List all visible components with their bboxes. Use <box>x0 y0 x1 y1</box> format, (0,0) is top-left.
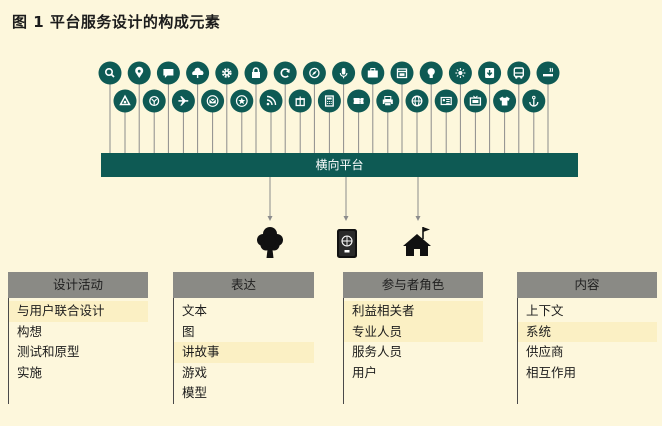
refresh-icon <box>273 61 297 85</box>
microphone-icon <box>332 61 356 85</box>
list-item: 相互作用 <box>526 364 577 380</box>
list-item: 与用户联合设计 <box>9 301 148 322</box>
column-header: 表达 <box>173 272 314 298</box>
column-header: 设计活动 <box>8 272 148 298</box>
tshirt-icon <box>493 89 517 113</box>
calculator-icon <box>317 89 341 113</box>
list-item: 利益相关者 <box>344 301 483 322</box>
location-pin-icon <box>127 61 151 85</box>
column-item-list: 文本图讲故事游戏模型 <box>174 298 314 404</box>
column-participant-roles: 参与者角色利益相关者专业人员服务人员用户 <box>343 272 483 404</box>
anchor-icon <box>522 89 546 113</box>
column-design-activities: 设计活动与用户联合设计构想测试和原型实施 <box>8 272 148 404</box>
bus-icon <box>507 61 531 85</box>
contact-card-icon <box>434 89 458 113</box>
list-item: 服务人员 <box>352 344 403 359</box>
page-title: 图 1 平台服务设计的构成元素 <box>12 13 221 31</box>
recycle-icon <box>113 89 137 113</box>
list-item: 供应商 <box>526 344 564 359</box>
list-item: 图 <box>182 323 195 339</box>
arrow-head <box>415 216 421 221</box>
airplane-icon <box>171 89 195 113</box>
column-header: 内容 <box>517 272 657 298</box>
list-item: 讲故事 <box>174 342 314 363</box>
briefcase-icon <box>361 61 385 85</box>
lock-icon <box>244 61 268 85</box>
list-item: 游戏 <box>182 364 208 380</box>
list-item: 上下文 <box>526 303 564 318</box>
column-expressions: 表达文本图讲故事游戏模型 <box>173 272 314 404</box>
calendar-icon <box>390 61 414 85</box>
search-icon <box>98 61 122 85</box>
column-header: 参与者角色 <box>343 272 483 298</box>
column-content: 内容上下文系统供应商相互作用 <box>517 272 657 404</box>
ticket-icon <box>347 89 371 113</box>
chat-bubble-icon <box>156 61 180 85</box>
email-icon <box>201 89 225 113</box>
list-item: 系统 <box>518 321 657 342</box>
printer-icon <box>376 89 400 113</box>
list-item: 构想 <box>17 323 43 339</box>
lightbulb-icon <box>419 61 443 85</box>
gift-icon <box>288 89 312 113</box>
gear-icon <box>215 61 239 85</box>
column-item-list: 上下文系统供应商相互作用 <box>518 298 657 383</box>
list-item: 测试和原型 <box>17 344 80 359</box>
star-icon <box>230 89 254 113</box>
tv-icon <box>463 89 487 113</box>
list-item: 文本 <box>182 303 208 318</box>
column-item-list: 利益相关者专业人员服务人员用户 <box>344 298 483 383</box>
cloud-icon <box>186 61 210 85</box>
tree-icon <box>257 227 283 258</box>
house-icon <box>403 227 431 256</box>
list-item: 专业人员 <box>344 321 483 342</box>
download-icon <box>478 61 502 85</box>
dining-icon <box>142 89 166 113</box>
sun-icon <box>448 61 472 85</box>
platform-bar <box>101 153 578 177</box>
platform-bar-label: 横向平台 <box>315 158 364 172</box>
arrow-head <box>343 216 349 221</box>
compass-icon <box>302 61 326 85</box>
list-item: 用户 <box>352 364 378 380</box>
cigarette-icon <box>536 61 560 85</box>
arrow-head <box>267 216 273 221</box>
list-item: 模型 <box>182 385 208 400</box>
mobile-device-icon <box>337 229 357 258</box>
column-item-list: 与用户联合设计构想测试和原型实施 <box>9 298 148 383</box>
rss-icon <box>259 89 283 113</box>
globe-icon <box>405 89 429 113</box>
list-item: 实施 <box>17 364 43 380</box>
